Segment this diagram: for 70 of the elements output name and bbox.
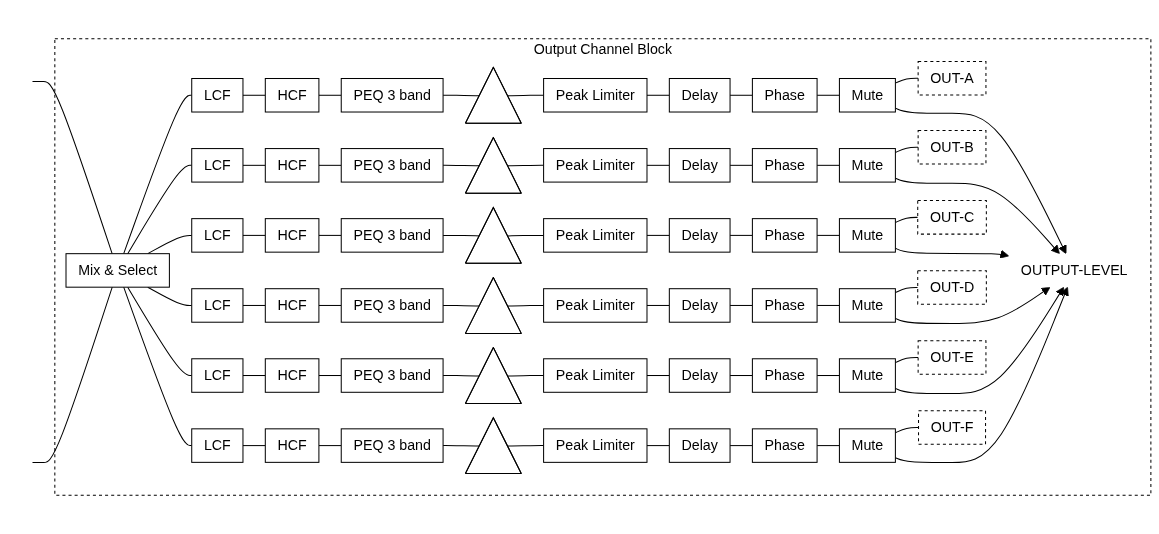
connector [646,234,670,236]
node-box: HCF [264,78,320,113]
node-box: PEQ 3 band [340,148,444,183]
node-box: PEQ 3 band [340,428,444,463]
node-box: Delay [668,288,731,323]
connector [318,234,342,236]
connector [318,164,342,166]
node-box: Mute [838,218,896,253]
node-box: Phase [751,218,818,253]
node-box: Phase [751,358,818,393]
node-box: OUT-F [918,410,987,445]
connector [242,94,266,96]
node-box: Delay [668,78,731,113]
node-box: LCF [191,218,244,253]
node-box: LCF [191,358,244,393]
node-box: Phase [751,148,818,183]
node-box: LCF [191,148,244,183]
node-box: Peak Limiter [543,288,648,323]
connector [646,445,670,447]
node-box: OUT-D [917,270,987,305]
node-box: Delay [668,218,731,253]
node-box: HCF [264,148,320,183]
node-box: HCF [264,288,320,323]
node-box: LCF [191,428,244,463]
node-box: Mute [838,358,896,393]
node-box: Peak Limiter [543,78,648,113]
node-box: LCF [191,78,244,113]
node-box: Mix & Select [65,253,170,288]
node-box: Peak Limiter [543,218,648,253]
node-box: Delay [668,358,731,393]
node-box: PEQ 3 band [340,288,444,323]
connector [242,164,266,166]
connector [32,286,113,464]
connector [318,304,342,306]
node-box: PEQ 3 band [340,358,444,393]
connector [646,304,670,306]
node-box: OUT-B [917,130,987,165]
connector [242,375,266,377]
connector [242,304,266,306]
node-box: Mute [838,288,896,323]
node-box: HCF [264,358,320,393]
node-box: LCF [191,288,244,323]
connector [318,445,342,447]
node-box: PEQ 3 band [340,218,444,253]
node-box: HCF [264,428,320,463]
connector [318,375,342,377]
connector [32,81,113,255]
node-box: Delay [668,428,731,463]
connector [646,375,670,377]
connector [646,94,670,96]
connector [242,234,266,236]
node-box: Mute [838,148,896,183]
node-box: Peak Limiter [543,358,648,393]
node-box: Peak Limiter [543,148,648,183]
node-box: Phase [751,288,818,323]
connector [646,164,670,166]
node-box: Delay [668,148,731,183]
node-text: OUTPUT-LEVEL [1020,261,1128,279]
node-box: Mute [838,78,896,113]
node-box: OUT-E [917,340,987,375]
node-box: HCF [264,218,320,253]
node-box: Phase [751,428,818,463]
node-box: Mute [838,428,896,463]
node-box: PEQ 3 band [340,78,444,113]
node-box: Phase [751,78,818,113]
node-box: OUT-C [917,200,987,235]
connector [242,445,266,447]
node-box: Peak Limiter [543,428,648,463]
connector [318,94,342,96]
node-box: OUT-A [917,61,987,96]
